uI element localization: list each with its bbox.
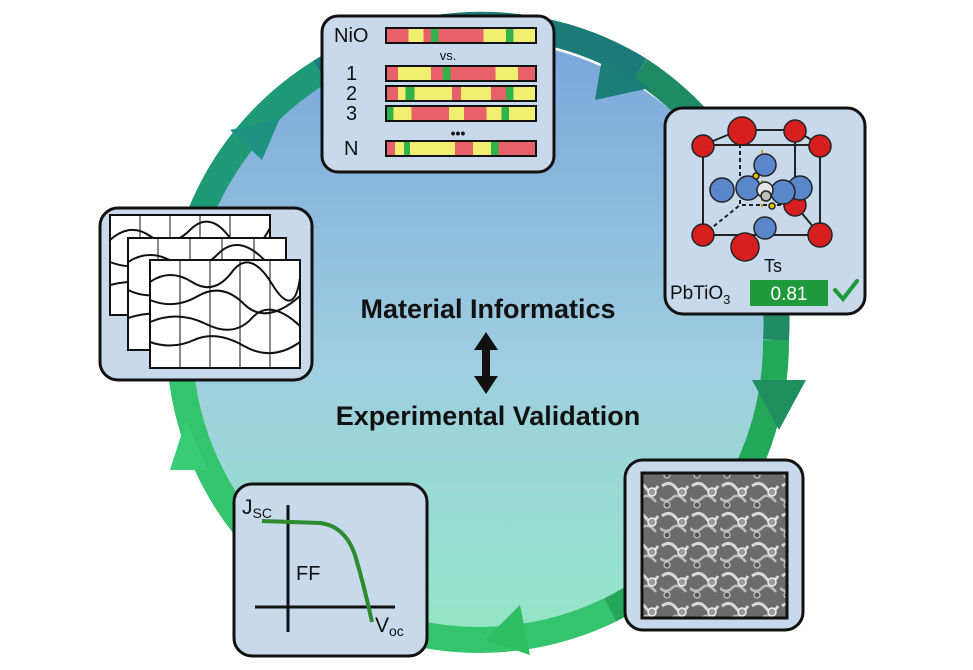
bar-segment [491,141,499,156]
bar-segment [386,106,394,121]
vs-label: vs. [440,48,457,63]
bar-segment [398,66,431,81]
bar-segment [449,106,464,121]
bar-segment [506,86,514,101]
bar-segment [513,28,536,43]
bar-segment [464,106,487,121]
sequence-bars [385,27,537,157]
formula-label: PbTiO3 [670,283,730,307]
reference-label: NiO [334,25,368,47]
ff-label: FF [296,563,320,585]
bar-segment [408,28,424,43]
row-label-3: 3 [346,103,357,125]
sem-image-panel [623,458,805,632]
bar-segment [509,106,536,121]
bar-segment [431,28,439,43]
bar-segment [423,28,431,43]
row-label-1: 1 [346,63,357,85]
bar-segment [455,141,473,156]
experimental-validation-label: Experimental Validation [336,401,641,431]
bar-segment [473,141,491,156]
jv-curve [261,519,374,623]
row-label-n: N [344,138,358,160]
bar-segment [410,141,455,156]
bar-segment [452,86,461,101]
bar-segment [461,86,491,101]
bar-segment [386,86,398,101]
jsc-label: JSC [242,496,272,521]
bar-segment [491,86,506,101]
sequence-bar-2 [385,65,537,82]
atoms [691,116,833,262]
bar-segment [414,86,452,101]
bar-segment [395,141,404,156]
sem-micrograph [640,471,789,620]
voc-label: Voc [375,614,404,639]
row-ellipsis: ••• [451,125,466,141]
bar-segment [386,66,398,81]
spectrum-sheet-front [149,259,301,369]
arrowhead-bottom [485,605,530,655]
bar-segment [404,141,410,156]
bar-segment [398,86,406,101]
bar-segment [386,141,395,156]
arrowhead-right [752,380,806,430]
checkmark-icon [833,279,859,303]
material-informatics-label: Material Informatics [360,294,615,324]
metric-label: Ts [764,256,782,276]
sequence-bar-1 [385,27,537,44]
bar-segment [506,28,514,43]
structure-panel: Ts PbTiO3 0.81 [663,106,867,316]
score-value: 0.81 [771,284,808,305]
bar-segment [438,28,484,43]
score-box [750,280,828,306]
arrowhead-left-upper [230,118,280,160]
comparison-panel: NiO vs. 1 2 3 ••• N [320,14,556,174]
spectra-panel [98,206,314,382]
bar-segment [405,86,415,101]
sequence-bar-3 [385,85,537,102]
up-down-arrow-icon [474,332,498,394]
arrowhead-left-lower [170,420,208,470]
bar-segment [386,28,409,43]
bar-segment [443,66,451,81]
arrowhead-top-right [595,58,650,100]
sequence-bar-4 [385,105,537,122]
bar-segment [450,66,496,81]
bar-segment [513,86,536,101]
bar-segment [486,106,502,121]
bar-segment [393,106,412,121]
jv-curve-panel: JSC FF Voc [232,482,429,658]
cycle-arrowheads [170,58,806,655]
bar-segment [518,66,536,81]
bar-segment [483,28,506,43]
bar-segment [498,141,536,156]
bar-segment [495,66,518,81]
bar-segment [431,66,443,81]
row-label-2: 2 [346,83,357,105]
sequence-bar-5 [385,140,537,157]
bar-segment [411,106,449,121]
bar-segment [501,106,509,121]
